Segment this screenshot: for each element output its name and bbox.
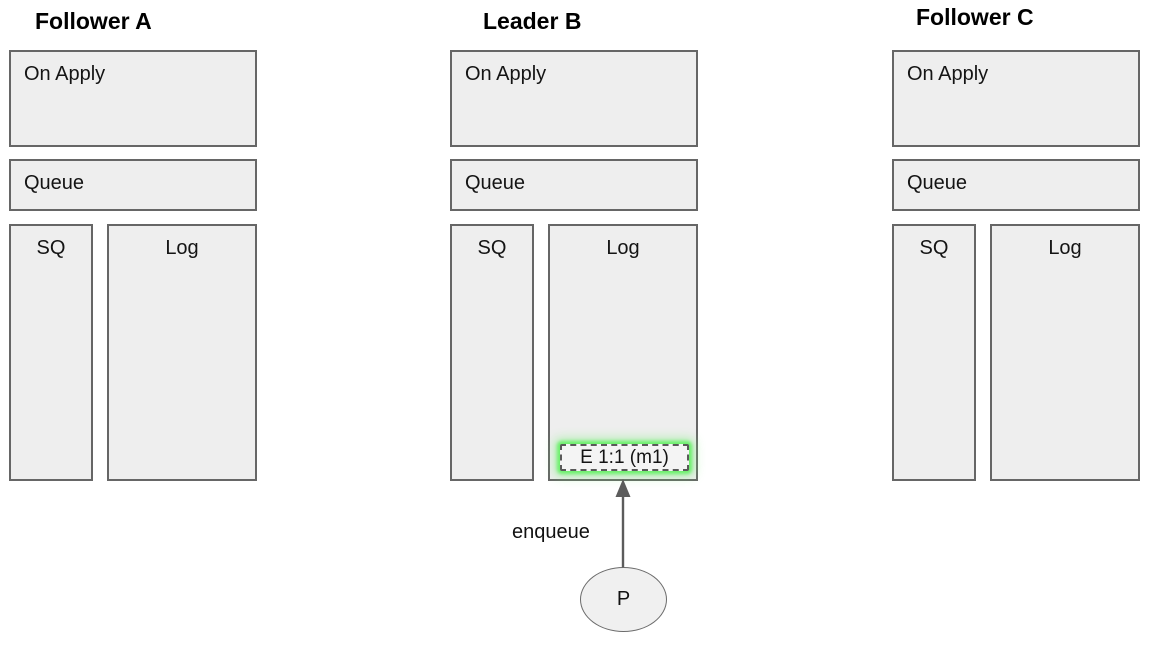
sq-label: SQ xyxy=(36,237,66,259)
node-leader-b: Leader B On Apply Queue SQ Log E 1:1 (m1… xyxy=(450,0,698,481)
node-follower-c: Follower C On Apply Queue SQ Log xyxy=(892,0,1140,481)
queue-label: Queue xyxy=(24,172,85,194)
sq-box: SQ xyxy=(9,224,93,481)
log-label: Log xyxy=(1048,237,1082,259)
log-box: Log xyxy=(107,224,257,481)
on-apply-label: On Apply xyxy=(907,63,989,85)
log-box: Log E 1:1 (m1) xyxy=(548,224,698,481)
sq-label: SQ xyxy=(477,237,507,259)
enqueue-label: enqueue xyxy=(512,521,590,543)
log-box: Log xyxy=(990,224,1140,481)
log-entry: E 1:1 (m1) xyxy=(560,444,689,471)
on-apply-box: On Apply xyxy=(892,50,1140,147)
queue-box: Queue xyxy=(450,159,698,211)
enqueue-arrow-icon xyxy=(615,479,631,568)
on-apply-label: On Apply xyxy=(465,63,547,85)
queue-box: Queue xyxy=(9,159,257,211)
on-apply-box: On Apply xyxy=(9,50,257,147)
producer-label: P xyxy=(616,588,631,610)
sq-box: SQ xyxy=(892,224,976,481)
node-follower-a: Follower A On Apply Queue SQ Log xyxy=(9,0,257,481)
producer-node: P xyxy=(580,567,667,632)
log-label: Log xyxy=(165,237,199,259)
on-apply-label: On Apply xyxy=(24,63,106,85)
sq-box: SQ xyxy=(450,224,534,481)
queue-label: Queue xyxy=(465,172,526,194)
queue-box: Queue xyxy=(892,159,1140,211)
node-title: Leader B xyxy=(483,8,582,34)
queue-label: Queue xyxy=(907,172,968,194)
node-title: Follower C xyxy=(916,4,1034,30)
sq-label: SQ xyxy=(919,237,949,259)
on-apply-box: On Apply xyxy=(450,50,698,147)
log-label: Log xyxy=(606,237,640,259)
log-entry-label: E 1:1 (m1) xyxy=(580,447,669,468)
node-title: Follower A xyxy=(35,8,152,34)
